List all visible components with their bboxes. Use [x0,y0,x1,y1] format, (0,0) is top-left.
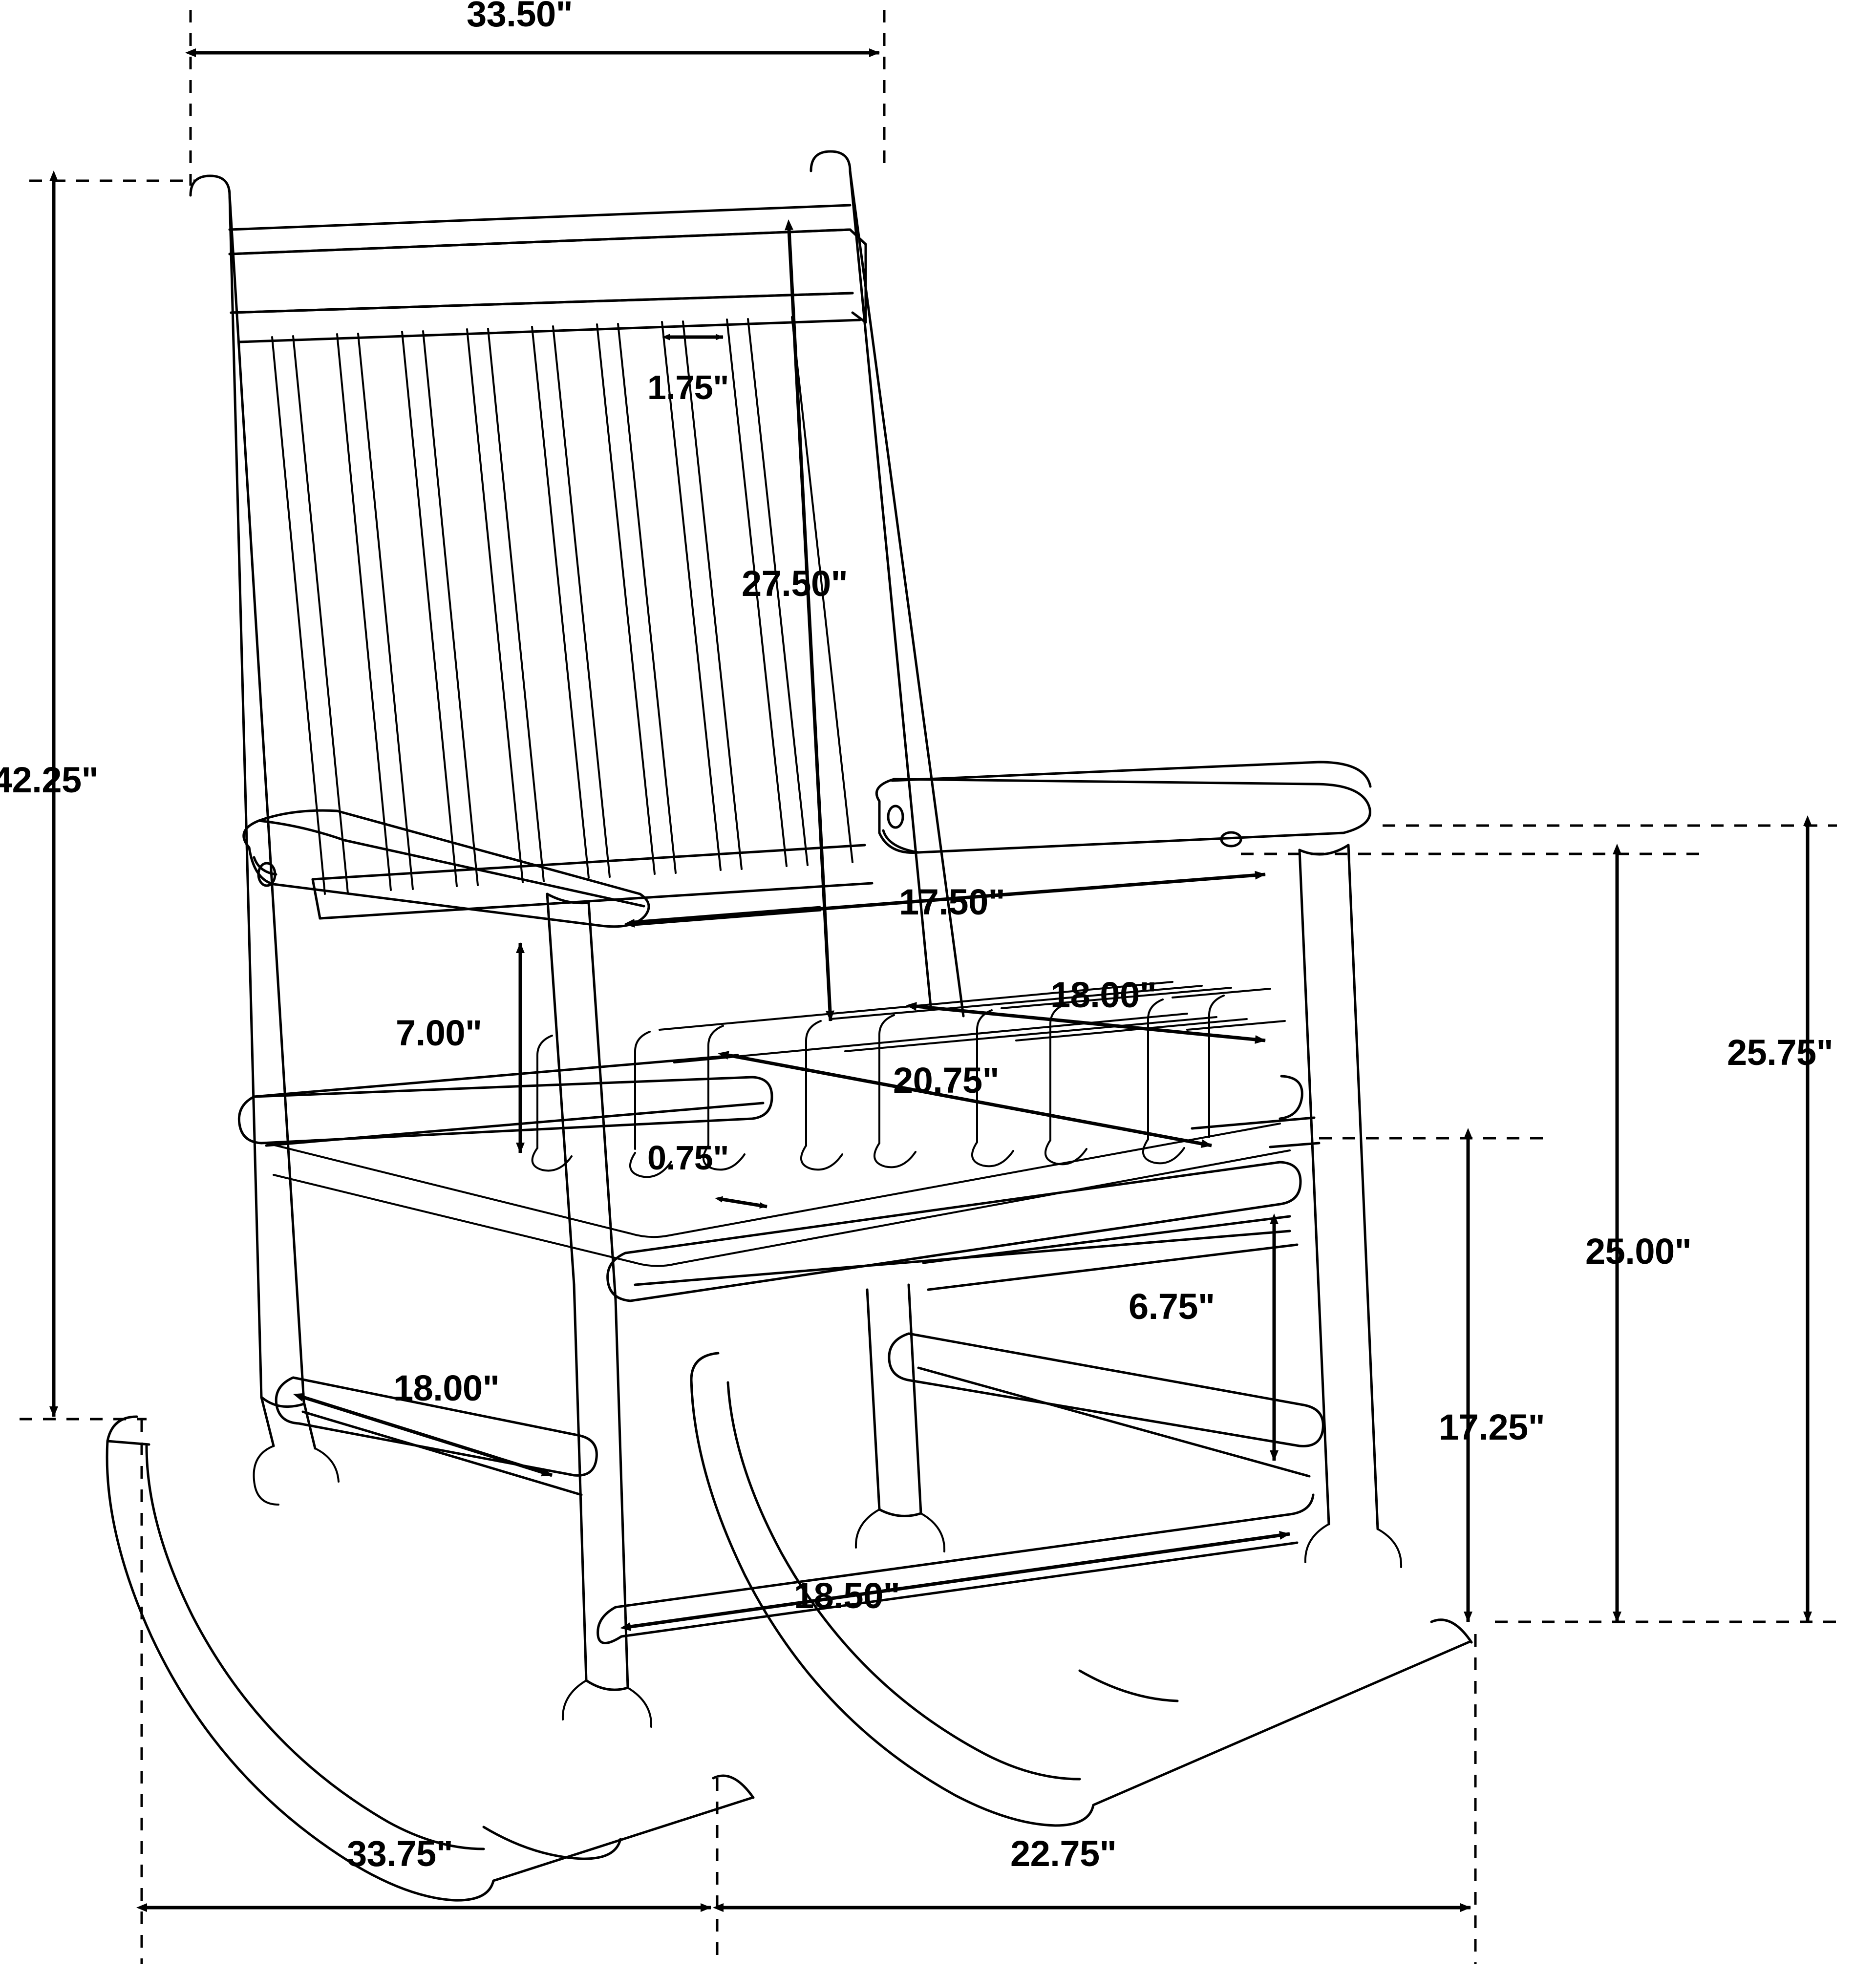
front-leg-left [573,1283,629,1691]
seat-rail-left [237,1054,773,1147]
rocker-right [690,1352,1473,1827]
lower-stretcher-right [888,1332,1324,1478]
chair-linework [106,150,1473,1902]
front-leg-center [866,1283,922,1517]
dim-seat-width [906,1002,1266,1044]
dim-label-overall-height: 42.25" [0,760,99,800]
dim-label-back-slat-width: 1.75" [647,368,729,406]
dim-label-rocker-rear-span: 22.75" [1010,1833,1117,1874]
dim-label-side-gap: 6.75" [1129,1286,1215,1327]
bottom-stretcher [597,1493,1315,1644]
dim-label-arm-depth: 17.50" [899,882,1005,922]
dim-label-seat-slat-width: 0.75" [647,1139,729,1177]
dim-label-stretcher-from-floor: 17.25" [1439,1407,1545,1447]
dimension-lines [20,10,1842,1964]
armrest-right [875,761,1372,854]
dim-label-arm-from-floor: 25.75" [1727,1032,1833,1073]
seat-rail-right [1191,1075,1321,1148]
dim-label-rocker-front-span: 33.75" [347,1833,453,1874]
arm-support-right [1298,844,1379,1530]
back-slats [271,316,853,895]
side-stretcher-right-upper [922,1215,1299,1291]
arm-support-left [546,892,617,1301]
dim-back-height [785,219,834,1021]
dim-label-overall-width: 33.50" [467,0,573,34]
rocker-left [106,1415,755,1902]
dim-label-back-height: 27.50" [742,563,848,604]
dim-label-lower-rail-width: 18.00" [393,1368,500,1408]
dim-seat-depth [718,1051,1212,1148]
dim-label-bottom-stretcher: 18.50" [794,1575,900,1616]
back-crest-rail [228,204,867,343]
dim-seat-slat-width [715,1196,767,1209]
dim-lower-rail-width [293,1393,553,1477]
dim-label-arm-above-seat: 7.00" [396,1013,482,1053]
dim-label-seat-width: 18.00" [1050,975,1157,1015]
rear-leg-left [260,1396,317,1450]
dim-label-seat-from-floor: 25.00" [1585,1231,1692,1272]
dim-bottom-stretcher [620,1531,1290,1631]
dim-arm-depth [624,871,1266,928]
back-post-left [189,174,305,1408]
witness-lines [20,10,1842,1964]
dim-label-seat-depth: 20.75" [893,1060,1000,1101]
